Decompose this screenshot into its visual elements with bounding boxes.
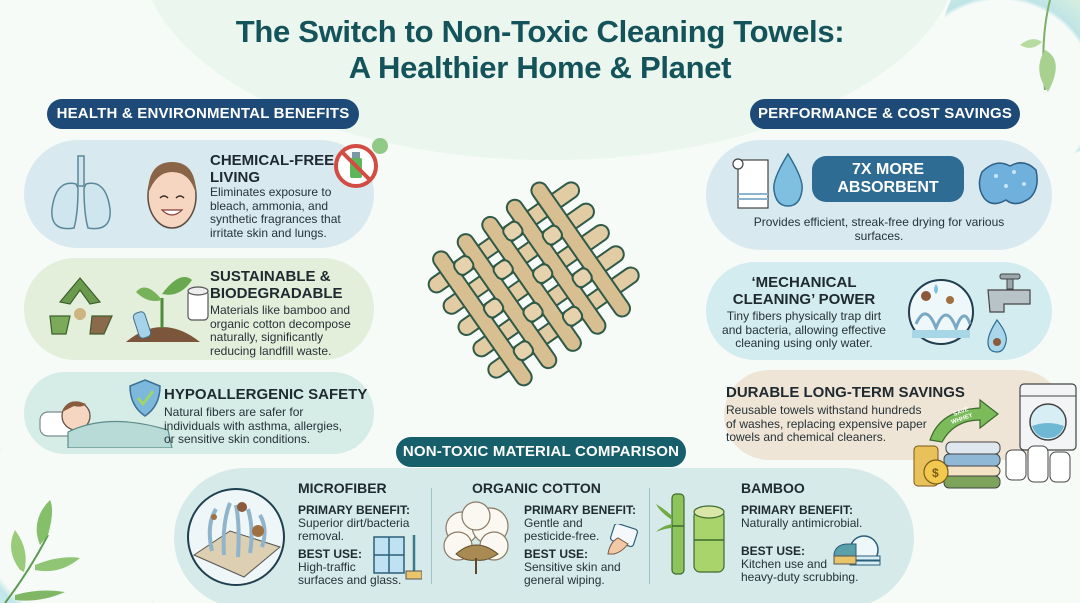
cotton-use-label: BEST USE: <box>524 547 589 561</box>
durable-savings-text: Reusable towels withstand hundreds of wa… <box>726 403 927 444</box>
title-line-1: The Switch to Non-Toxic Cleaning Towels: <box>235 14 845 49</box>
sprout-soil-icon <box>126 277 200 342</box>
sustainable-title: SUSTAINABLE & BIODEGRADABLE <box>210 268 343 302</box>
microfiber-benefit-text: Superior dirt/bacteria removal. <box>298 516 410 543</box>
svg-text:SAVE: SAVE <box>953 407 970 418</box>
performance-savings-header: PERFORMANCE & COST SAVINGS <box>750 99 1020 129</box>
faucet-icon <box>987 273 1031 353</box>
column-divider <box>649 488 650 584</box>
title-line-2: A Healthier Home & Planet <box>348 50 732 85</box>
material-comparison-header: NON-TOXIC MATERIAL COMPARISON <box>396 437 686 467</box>
bamboo-title: BAMBOO <box>741 480 805 496</box>
fibers-trapping-dirt-icon <box>908 279 974 345</box>
microfiber-use-label: BEST USE: <box>298 547 363 561</box>
dish-brush-icon <box>833 535 881 566</box>
no-spray-bottle-icon <box>334 138 388 188</box>
column-divider <box>431 488 432 584</box>
smiling-face-icon <box>147 162 197 229</box>
bamboo-stalk-icon <box>656 493 725 575</box>
shield-check-icon <box>129 379 161 417</box>
cotton-benefit-label: PRIMARY BENEFIT: <box>524 503 637 517</box>
save-money-arrow-icon: SAVE WHHEY <box>929 398 999 443</box>
sustainable-text: Materials like bamboo and organic cotton… <box>210 303 351 358</box>
mechanical-cleaning-title: ‘MECHANICAL CLEANING’ POWER <box>732 274 876 308</box>
coins-icon: $ <box>913 445 949 487</box>
cotton-benefit-text: Gentle and pesticide-free. <box>524 516 600 543</box>
leaf-branch-decoration-icon <box>4 500 80 603</box>
microfiber-benefit-label: PRIMARY BENEFIT: <box>298 503 411 517</box>
svg-text:$: $ <box>932 466 939 480</box>
cotton-boll-icon <box>443 501 509 574</box>
comparison-panel <box>174 468 914 603</box>
absorbent-text: Provides efficient, streak-free drying f… <box>753 215 1005 243</box>
organic-cotton-title: ORGANIC COTTON <box>472 480 601 496</box>
bamboo-use-label: BEST USE: <box>741 544 806 558</box>
bamboo-benefit-text: Naturally antimicrobial. <box>741 516 863 530</box>
hand-wiping-icon <box>607 524 639 555</box>
lungs-icon <box>51 155 111 230</box>
page-title: The Switch to Non-Toxic Cleaning Towels:… <box>0 14 1080 86</box>
water-drop-icon <box>773 152 803 207</box>
microfiber-use-text: High-traffic surfaces and glass. <box>298 560 402 587</box>
hypoallergenic-title: HYPOALLERGENIC SAFETY <box>164 386 368 403</box>
paper-rolls-icon <box>1005 445 1071 483</box>
bamboo-benefit-label: PRIMARY BENEFIT: <box>741 503 854 517</box>
paper-towel-roll-icon <box>187 286 209 321</box>
mechanical-cleaning-text: Tiny fibers physically trap dirt and bac… <box>722 309 886 350</box>
chemical-free-text: Eliminates exposure to bleach, ammonia, … <box>210 185 341 240</box>
cotton-use-text: Sensitive skin and general wiping. <box>524 560 621 587</box>
leaf-decoration-icon <box>1020 0 1056 92</box>
towel-stack-icon <box>943 441 1001 489</box>
hypoallergenic-card: HYPOALLERGENIC SAFETY Natural fibers are… <box>24 372 374 454</box>
woven-towel-illustration <box>427 181 640 387</box>
sleeping-person-icon <box>39 401 173 448</box>
durable-savings-title: DURABLE LONG-TERM SAVINGS <box>726 384 965 401</box>
washing-machine-icon <box>1019 383 1077 451</box>
mechanical-cleaning-card: ‘MECHANICAL CLEANING’ POWER Tiny fibers … <box>706 262 1052 360</box>
health-environmental-header: HEALTH & ENVIRONMENTAL BENEFITS <box>47 99 359 129</box>
chemical-free-card: CHEMICAL-FREE LIVING Eliminates exposure… <box>24 138 388 248</box>
sustainable-card: SUSTAINABLE & BIODEGRADABLE Materials li… <box>24 258 374 360</box>
durable-savings-card: DURABLE LONG-TERM SAVINGS Reusable towel… <box>724 370 1064 460</box>
hypoallergenic-text: Natural fibers are safer for individuals… <box>164 405 343 446</box>
recycle-icon <box>49 277 113 335</box>
savings-illustration: SAVE WHHEY $ <box>913 383 1077 489</box>
microfiber-closeup-icon <box>187 488 285 586</box>
towel-icon <box>732 158 769 209</box>
microfiber-title: MICROFIBER <box>298 480 387 496</box>
absorbent-badge: 7X MORE ABSORBENT <box>812 156 964 202</box>
bamboo-use-text: Kitchen use and heavy-duty scrubbing. <box>741 557 859 584</box>
window-mop-icon <box>373 535 422 580</box>
chemical-free-title: CHEMICAL-FREE LIVING <box>210 152 335 186</box>
sponge-icon <box>978 162 1038 205</box>
